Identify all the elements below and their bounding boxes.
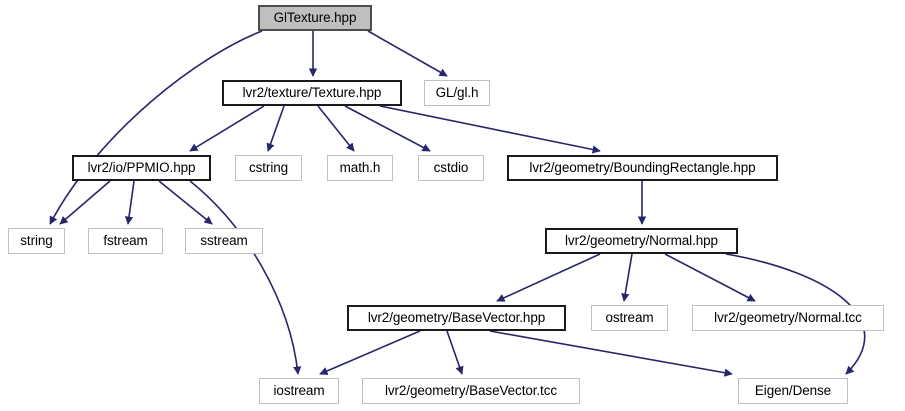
graph-node-label: lvr2/io/PPMIO.hpp [87, 160, 196, 176]
graph-node-gltexture: GlTexture.hpp [258, 5, 372, 31]
graph-node-label: ostream [605, 310, 654, 326]
graph-node-label: lvr2/geometry/BaseVector.tcc [384, 383, 558, 399]
graph-edge [189, 180, 302, 375]
graph-node-ostream[interactable]: ostream [591, 305, 668, 331]
graph-node-string[interactable]: string [8, 228, 65, 254]
graph-edge [344, 105, 431, 152]
graph-node-label: lvr2/geometry/Normal.hpp [565, 233, 718, 249]
graph-edge [319, 330, 421, 375]
graph-node-eigendense[interactable]: Eigen/Dense [738, 378, 848, 404]
graph-node-label: sstream [200, 233, 248, 249]
graph-edge [489, 330, 733, 377]
graph-edge [189, 105, 265, 152]
graph-edge [49, 30, 263, 225]
graph-edge [621, 253, 633, 302]
graph-node-label: GL/gl.h [435, 85, 479, 101]
graph-node-fstream[interactable]: fstream [88, 228, 163, 254]
graph-edge [59, 180, 111, 225]
graph-node-label: iostream [273, 383, 325, 399]
graph-node-label: cstdio [433, 160, 469, 176]
graph-node-cstdio[interactable]: cstdio [418, 155, 484, 181]
graph-edge [124, 180, 135, 225]
graph-node-label: GlTexture.hpp [273, 10, 357, 26]
graph-node-label: lvr2/texture/Texture.hpp [242, 85, 382, 101]
graph-node-texture[interactable]: lvr2/texture/Texture.hpp [222, 80, 402, 106]
graph-node-label: lvr2/geometry/BaseVector.hpp [367, 310, 546, 326]
graph-node-label: cstring [248, 160, 289, 176]
graph-edge [496, 253, 601, 302]
graph-edge [266, 105, 285, 152]
graph-node-basevectorhpp[interactable]: lvr2/geometry/BaseVector.hpp [347, 305, 566, 331]
graph-node-cstring[interactable]: cstring [235, 155, 302, 181]
graph-edge [158, 180, 213, 225]
graph-node-glgl[interactable]: GL/gl.h [424, 80, 490, 106]
graph-node-label: fstream [103, 233, 148, 249]
graph-node-ppmio[interactable]: lvr2/io/PPMIO.hpp [72, 155, 211, 181]
graph-node-label: math.h [339, 160, 381, 176]
graph-node-label: lvr2/geometry/BoundingRectangle.hpp [529, 160, 756, 176]
graph-node-label: Eigen/Dense [754, 383, 832, 399]
graph-node-iostream[interactable]: iostream [259, 378, 339, 404]
graph-node-boundingrectangle[interactable]: lvr2/geometry/BoundingRectangle.hpp [507, 155, 778, 181]
graph-edge [379, 105, 601, 154]
graph-node-basevectortcc[interactable]: lvr2/geometry/BaseVector.tcc [362, 378, 580, 404]
graph-edge [317, 105, 355, 152]
graph-node-mathh[interactable]: math.h [327, 155, 393, 181]
graph-node-normaltcc[interactable]: lvr2/geometry/Normal.tcc [692, 305, 884, 331]
graph-node-label: string [20, 233, 53, 249]
graph-node-label: lvr2/geometry/Normal.tcc [714, 310, 862, 326]
graph-edge [367, 30, 448, 77]
graph-edge [664, 253, 756, 302]
graph-edge [446, 330, 464, 375]
graph-node-sstream[interactable]: sstream [185, 228, 263, 254]
graph-node-normalhpp[interactable]: lvr2/geometry/Normal.hpp [545, 228, 738, 254]
